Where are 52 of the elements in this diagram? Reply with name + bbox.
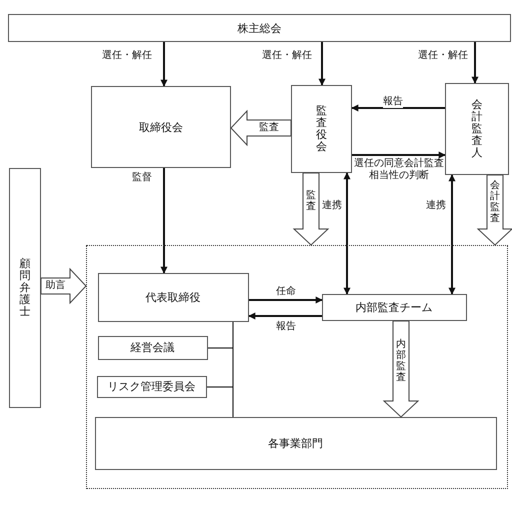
- org-box: [445, 83, 509, 175]
- org-box: [96, 376, 206, 398]
- box-label: 内部監査チーム: [356, 300, 432, 314]
- arrow: [249, 296, 323, 304]
- edge-label: 連携: [322, 200, 342, 212]
- box-label: 監査役会: [316, 104, 327, 154]
- box-label: 顧問弁護士: [20, 258, 30, 318]
- block-arrow: [382, 320, 420, 418]
- org-box: [98, 272, 248, 322]
- edge-label: 連携: [426, 200, 446, 212]
- box-label: 会計監査人: [472, 98, 482, 160]
- arrow: [160, 168, 168, 274]
- org-box: [9, 168, 41, 408]
- org-box: [8, 14, 511, 42]
- box-label: 取締役会: [139, 120, 183, 134]
- edge-label: 監督: [132, 172, 152, 184]
- block-arrow: [230, 110, 292, 146]
- edge-label: 選任・解任: [262, 50, 312, 62]
- block-arrow: [476, 174, 512, 246]
- arrow: [318, 42, 326, 86]
- box-label: 経営会議: [130, 340, 174, 355]
- box-label: 株主総会: [238, 20, 282, 36]
- edge-label: 内部監査: [396, 339, 406, 383]
- org-box: [94, 416, 496, 470]
- edge-label: 選任の同意会計監査相当性の判断: [354, 158, 444, 182]
- edge-label: 任命: [276, 286, 296, 298]
- org-box: [291, 85, 352, 173]
- arrow: [160, 42, 168, 87]
- edge-label: 報告: [276, 321, 296, 333]
- box-label: 各事業部門: [268, 436, 323, 450]
- org-box: [91, 86, 231, 168]
- edge-label: 会計監査: [490, 180, 500, 224]
- org-box: [322, 294, 466, 320]
- block-arrow: [40, 268, 87, 304]
- edge-label: 助言: [46, 280, 66, 292]
- edge-label: 報告: [383, 96, 403, 108]
- edge-label: 監査: [259, 122, 279, 134]
- arrow: [344, 172, 350, 295]
- arrow: [472, 42, 478, 84]
- dotted-boundary: [86, 245, 508, 489]
- block-arrow: [292, 172, 330, 246]
- edge-label: 選任・解任: [418, 50, 468, 62]
- arrow: [248, 312, 322, 320]
- edge-label: 選任・解任: [102, 50, 152, 62]
- arrow: [351, 104, 445, 112]
- box-label: リスク管理委員会: [108, 379, 196, 394]
- box-label: 代表取締役: [146, 290, 200, 304]
- org-box: [98, 336, 208, 360]
- connector-line: [206, 386, 234, 418]
- arrow: [448, 174, 456, 295]
- edge-label: 監査: [306, 190, 316, 212]
- arrow: [352, 152, 446, 158]
